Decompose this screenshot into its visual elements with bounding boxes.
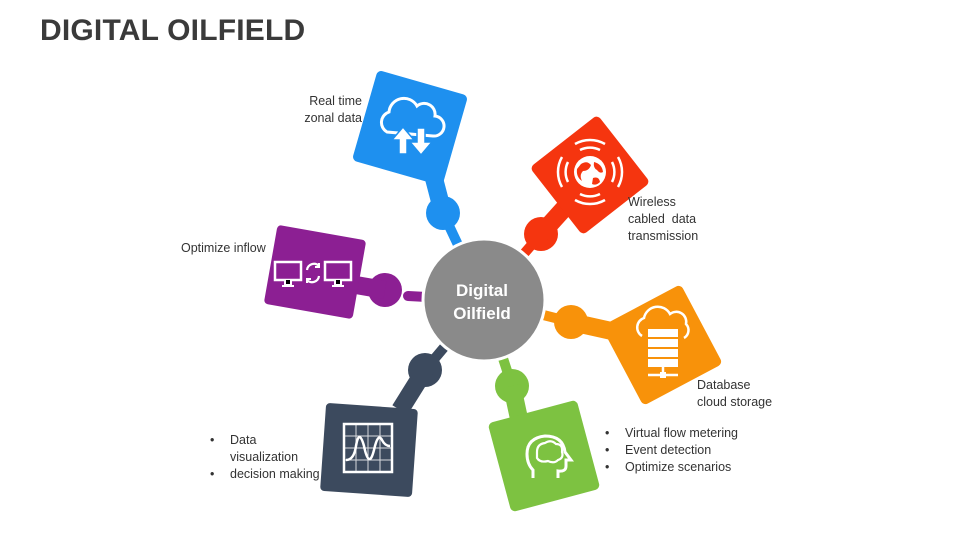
cloud-database-icon (635, 305, 690, 378)
label-line: zonal data (304, 111, 362, 125)
list-item: Optimize scenarios (602, 459, 738, 476)
chart-bullet-list: Data visualization decision making (207, 432, 320, 483)
label-cloud-transfer: Real time zonal data (296, 93, 362, 127)
center-hub: Digital Oilfield (421, 237, 547, 363)
list-item-line: Data (230, 433, 257, 447)
globe-signal-icon (556, 138, 624, 206)
slide-title: DIGITAL OILFIELD (40, 14, 306, 47)
label-line: Wireless (628, 195, 676, 209)
label-brain: Virtual flow metering Event detection Op… (602, 425, 738, 476)
label-wireless: Wireless cabled data transmission (628, 194, 698, 245)
head-brain-icon (525, 434, 574, 478)
list-item: Data visualization (207, 432, 320, 466)
label-line: cabled data (628, 212, 697, 226)
waveform-chart-icon (342, 422, 394, 474)
label-line: transmission (628, 229, 699, 243)
monitors-sync-icon (273, 260, 353, 287)
list-item-line: visualization (230, 450, 299, 464)
center-label-line2: Oilfield (453, 304, 511, 323)
brain-bullet-list: Virtual flow metering Event detection Op… (602, 425, 738, 476)
list-item: Event detection (602, 442, 738, 459)
center-label-line1: Digital (456, 281, 508, 300)
label-line: Real time (309, 94, 362, 108)
label-line: cloud storage (697, 395, 773, 409)
list-item: Virtual flow metering (602, 425, 738, 442)
cloud-upload-download-icon (380, 96, 446, 157)
label-chart: Data visualization decision making (207, 432, 320, 483)
label-monitors: Optimize inflow (181, 241, 266, 255)
label-line: Database (697, 378, 751, 392)
node-cloud-transfer (353, 71, 489, 305)
label-database: Database cloud storage (697, 377, 772, 411)
list-item: decision making (207, 466, 320, 483)
